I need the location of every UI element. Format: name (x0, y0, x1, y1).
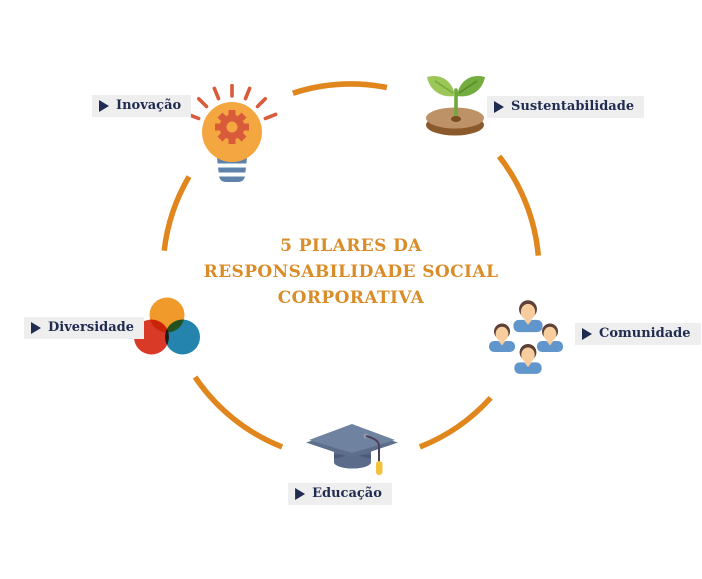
person-left (489, 323, 515, 352)
pillar-label-educacao: Educação (288, 483, 392, 505)
arc-segment-left (161, 175, 192, 252)
seedling-icon (426, 75, 485, 136)
pillar-label-text: Sustentabilidade (511, 99, 635, 114)
pillar-label-text: Comunidade (599, 326, 691, 341)
person-top (513, 300, 543, 333)
triangle-bullet-icon (295, 487, 306, 500)
cap-cylinder-bottom (334, 455, 371, 469)
gear-icon (215, 110, 249, 144)
triangle-bullet-icon (494, 100, 504, 113)
triangle-bullet-icon (582, 327, 592, 340)
tassel (376, 461, 383, 475)
pillar-label-text: Diversidade (48, 320, 135, 335)
venn-circle-blue (165, 319, 200, 355)
lightbulb-rays (186, 84, 278, 121)
diagram-title: 5 PILARES DA RESPONSABILIDADE SOCIAL COR… (0, 233, 702, 311)
pillar-label-text: Educação (312, 486, 382, 501)
graduation-cap-icon (306, 424, 398, 475)
left-leaf-vein (434, 80, 454, 94)
pillar-label-inovacao: Inovação (92, 95, 192, 117)
title-line-2: RESPONSABILIDADE SOCIAL (203, 262, 499, 282)
title-line-1: 5 PILARES DA (280, 236, 422, 256)
arc-segment-bottom-right (418, 395, 493, 450)
right-leaf-vein (458, 80, 478, 94)
arc-segment-bottom-left (192, 375, 284, 450)
stem-base (451, 116, 461, 122)
arc-segment-right (496, 154, 542, 256)
left-leaf (427, 75, 455, 97)
right-leaf (457, 75, 485, 97)
title-line-3: CORPORATIVA (277, 288, 425, 308)
pillar-label-diversidade: Diversidade (24, 317, 145, 339)
board-top (309, 424, 395, 453)
lightbulb-gear-icon (186, 84, 278, 182)
tassel-cord (365, 435, 380, 462)
pillar-label-sustentabilidade: Sustentabilidade (487, 96, 645, 118)
pillar-label-comunidade: Comunidade (575, 323, 701, 345)
people-group-icon (489, 300, 563, 374)
triangle-bullet-icon (31, 321, 41, 334)
arc-segment-top (292, 81, 388, 96)
triangle-bullet-icon (99, 99, 109, 112)
pillar-label-text: Inovação (116, 98, 182, 113)
